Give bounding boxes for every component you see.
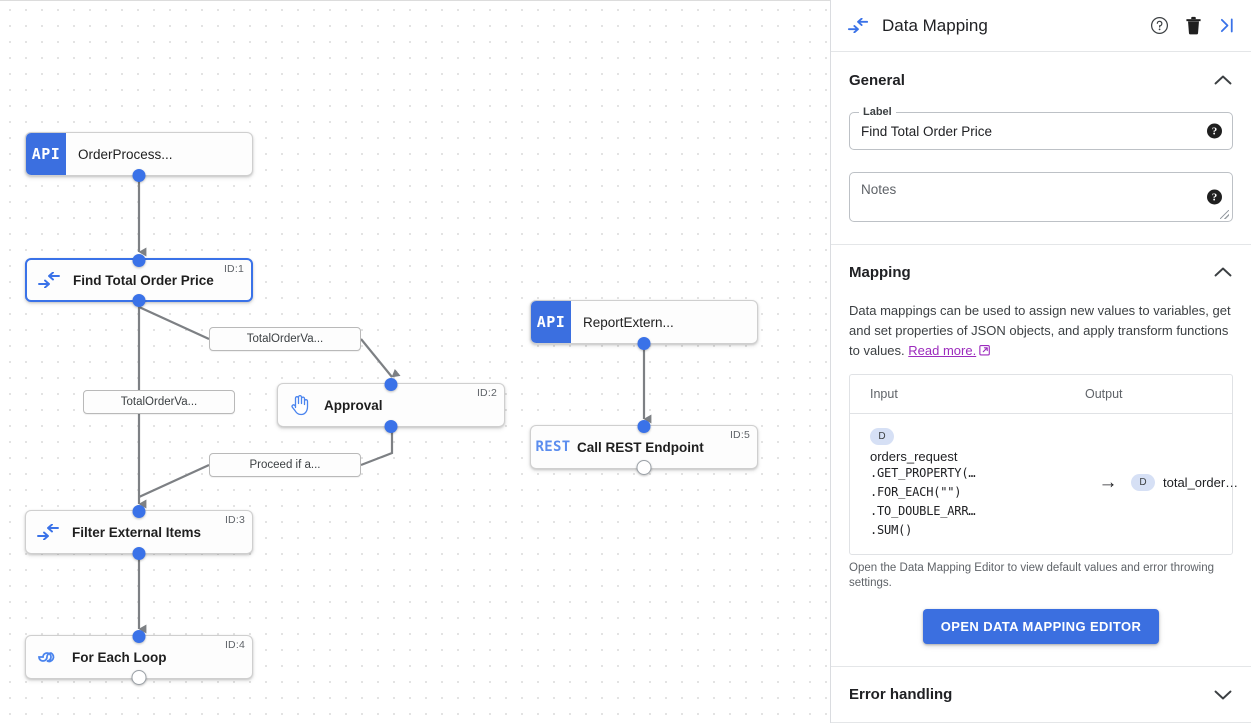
chevron-down-icon[interactable]: [1213, 688, 1233, 701]
flow-node-id: ID:2: [476, 387, 497, 399]
help-filled-icon[interactable]: ?: [1207, 123, 1222, 139]
flow-node-label: Find Total Order Price: [73, 272, 214, 288]
error-handling-section: Error handling: [831, 666, 1251, 722]
collapse-right-icon[interactable]: [1218, 17, 1237, 34]
api-badge: API: [531, 301, 571, 343]
help-filled-icon[interactable]: ?: [1207, 189, 1222, 205]
mapping-table: Input Output D orders_request .GET_PROPE…: [849, 373, 1238, 555]
mapping-description: Data mappings can be used to assign new …: [849, 301, 1233, 362]
notes-field-placeholder: Notes: [861, 182, 897, 197]
error-handling-section-title: Error handling: [849, 685, 953, 703]
notes-field[interactable]: Notes ?: [849, 172, 1233, 222]
flow-node-reportextern[interactable]: API ReportExtern...: [530, 300, 758, 350]
flow-node-label: Approval: [324, 397, 383, 413]
flow-node-label: ReportExtern...: [583, 314, 674, 330]
properties-panel: Data Mapping: [830, 0, 1251, 723]
mapping-arrow-icon: →: [1098, 471, 1118, 493]
input-variable-name: orders_request: [870, 448, 958, 464]
data-mapping-icon: [27, 260, 71, 300]
output-type-chip: D: [1131, 474, 1155, 492]
node-output-port[interactable]: [132, 293, 146, 307]
node-input-port[interactable]: [637, 419, 651, 433]
read-more-link[interactable]: Read more.: [908, 342, 977, 358]
flow-edges: [137, 177, 652, 634]
flow-node-filter-external-items[interactable]: Filter External Items ID:3: [25, 504, 253, 560]
flow-node-approval[interactable]: Approval ID:2: [277, 377, 505, 433]
mapping-output-cell: D total_order…: [1131, 474, 1239, 492]
label-field-value: Find Total Order Price: [861, 123, 993, 139]
input-chain-line: .TO_DOUBLE_ARR…: [870, 503, 976, 518]
flow-node-call-rest-endpoint[interactable]: REST Call REST Endpoint ID:5: [530, 419, 758, 475]
input-chain-line: .GET_PROPERTY(…: [870, 465, 976, 480]
mapping-description-text: Data mappings can be used to assign new …: [849, 302, 1231, 358]
data-mapping-icon: [26, 511, 70, 553]
trash-icon[interactable]: [1185, 16, 1202, 35]
flow-canvas[interactable]: API OrderProcess... Find Total Order Pri…: [0, 0, 830, 723]
node-output-port[interactable]: [131, 669, 147, 685]
mapping-input-cell: D orders_request .GET_PROPERTY(… .FOR_EA…: [850, 426, 1085, 540]
panel-header-actions: [1150, 16, 1237, 35]
api-badge: API: [26, 133, 66, 175]
label-field-caption: Label: [859, 106, 896, 118]
mapping-table-row[interactable]: D orders_request .GET_PROPERTY(… .FOR_EA…: [850, 414, 1238, 554]
general-section-title: General: [849, 71, 905, 89]
help-circle-icon[interactable]: [1150, 16, 1169, 35]
column-header-input: Input: [870, 386, 898, 401]
flow-node-label: For Each Loop: [72, 649, 167, 665]
node-output-port[interactable]: [132, 546, 146, 560]
open-data-mapping-editor-button[interactable]: OPEN DATA MAPPING EDITOR: [922, 608, 1160, 644]
edge-label[interactable]: Proceed if a...: [209, 453, 361, 477]
flow-node-orderprocess[interactable]: API OrderProcess...: [25, 132, 253, 182]
flow-node-id: ID:3: [224, 514, 245, 526]
section-divider: [831, 244, 1251, 245]
mapping-table-header: Input Output: [850, 375, 1232, 414]
flow-node-label: Filter External Items: [72, 524, 202, 540]
node-output-port[interactable]: [132, 168, 146, 182]
for-each-loop-icon: [26, 636, 70, 678]
flow-node-label: OrderProcess...: [78, 146, 173, 162]
edge-label[interactable]: TotalOrderVa...: [209, 327, 361, 351]
flow-node-for-each-loop[interactable]: For Each Loop ID:4: [25, 629, 253, 685]
external-link-icon[interactable]: [979, 342, 991, 362]
section-divider: [831, 665, 1251, 667]
data-mapping-icon: [845, 18, 871, 33]
node-output-port[interactable]: [637, 336, 651, 350]
chevron-up-icon[interactable]: [1213, 266, 1233, 279]
chevron-up-icon[interactable]: [1213, 74, 1233, 87]
mapping-hint: Open the Data Mapping Editor to view def…: [849, 561, 1215, 589]
error-handling-section-header[interactable]: Error handling: [849, 666, 1233, 722]
input-chain-line: .SUM(): [870, 522, 913, 537]
general-section-header[interactable]: General: [849, 52, 1233, 108]
node-output-port[interactable]: [636, 459, 652, 475]
flow-node-label: Call REST Endpoint: [577, 439, 704, 455]
input-chain-line: .FOR_EACH(""): [870, 484, 962, 499]
node-input-port[interactable]: [132, 253, 146, 267]
approval-hand-icon: [278, 384, 322, 426]
output-variable-name: total_order…: [1163, 475, 1239, 491]
panel-header: Data Mapping: [831, 0, 1251, 52]
node-input-port[interactable]: [132, 629, 146, 643]
flow-node-id: ID:5: [729, 429, 750, 441]
flow-node-find-total-order-price[interactable]: Find Total Order Price ID:1: [25, 253, 253, 307]
rest-badge: REST: [535, 439, 571, 455]
flow-node-id: ID:1: [223, 263, 244, 275]
node-input-port[interactable]: [132, 504, 146, 518]
flow-node-id: ID:4: [224, 639, 245, 651]
panel-title: Data Mapping: [882, 15, 988, 35]
canvas-top-rule: [0, 0, 830, 1]
mapping-section-header[interactable]: Mapping: [849, 245, 1233, 301]
mapping-section: Mapping Data mappings can be used to ass…: [831, 245, 1251, 666]
general-section: General Label Find Total Order Price ? N…: [831, 52, 1251, 244]
label-field[interactable]: Label Find Total Order Price ?: [849, 106, 1233, 150]
mapping-section-title: Mapping: [849, 264, 911, 282]
node-input-port[interactable]: [384, 377, 398, 391]
edge-label[interactable]: TotalOrderVa...: [83, 390, 235, 414]
resize-grip[interactable]: [1220, 210, 1229, 219]
column-header-output: Output: [1085, 386, 1123, 401]
input-type-chip: D: [870, 427, 894, 445]
node-output-port[interactable]: [384, 419, 398, 433]
